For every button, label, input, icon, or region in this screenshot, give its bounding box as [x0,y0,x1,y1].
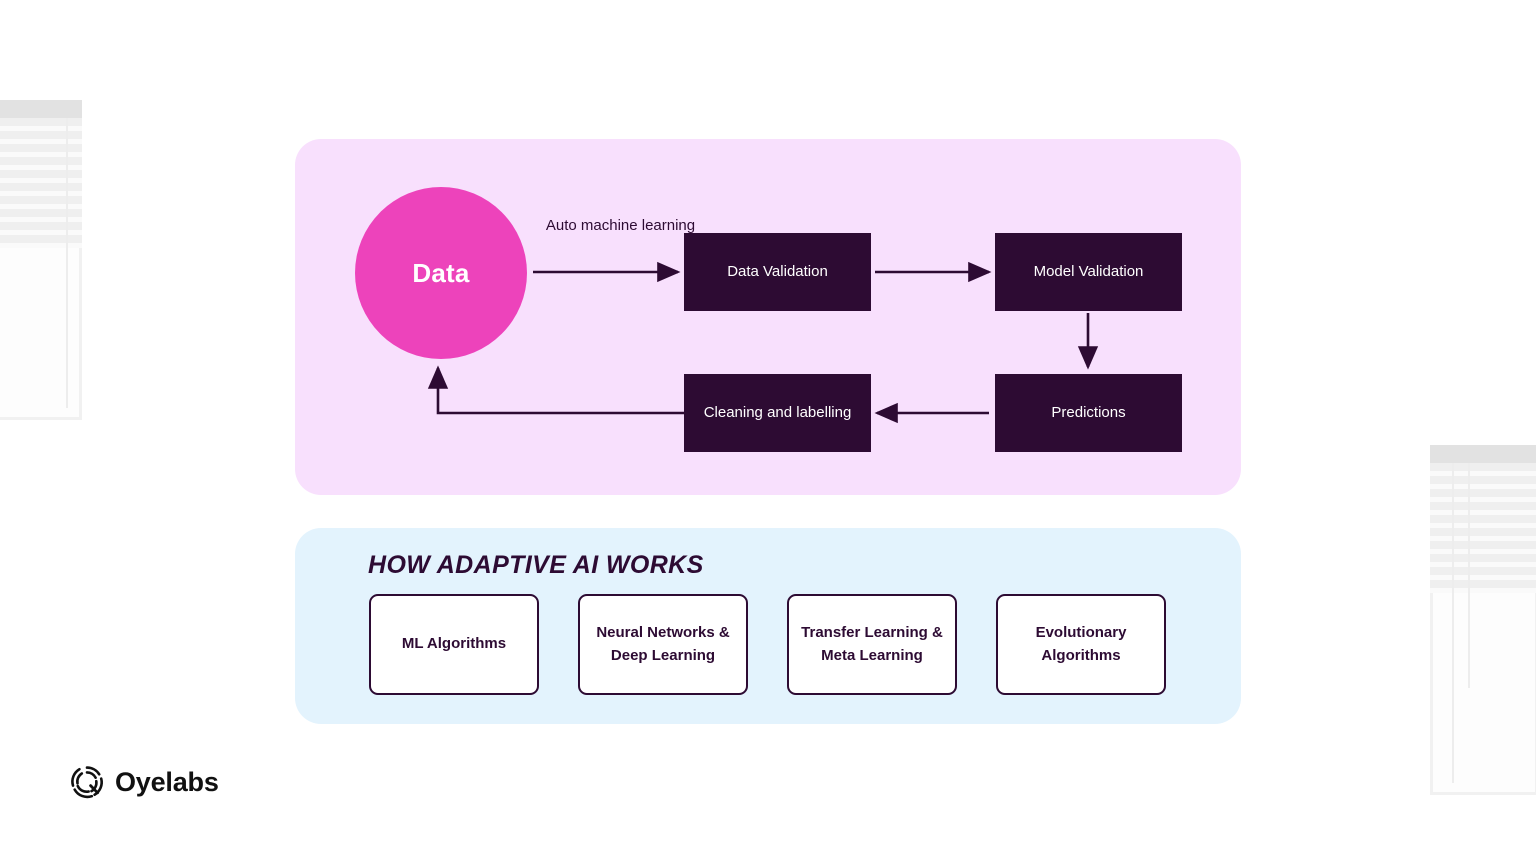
window-blind-decoration-right [1430,445,1536,795]
section-title: HOW ADAPTIVE AI WORKS [368,551,704,579]
technique-card-label: Evolutionary Algorithms [1035,624,1127,664]
technique-card-ml-algorithms: ML Algorithms [369,594,539,695]
blind-cord [1452,463,1454,783]
edge-label-auto-machine-learning: Auto machine learning [545,217,696,234]
node-data: Data [355,187,527,359]
flow-arrows [427,261,1099,424]
technique-card-label: Transfer Learning & Meta Learning [801,624,943,664]
node-model-validation-label: Model Validation [1033,262,1144,280]
technique-card-transfer-learning-meta-learning: Transfer Learning & Meta Learning [787,594,957,695]
blind-headrail [1430,445,1536,463]
blind-cord [66,118,68,408]
node-cleaning-and-labelling-label: Cleaning and labelling [703,403,852,421]
node-data-validation-label: Data Validation [727,262,828,280]
node-predictions-label: Predictions [1051,403,1126,421]
blind-frame [1430,445,1536,795]
how-adaptive-ai-works-panel: HOW ADAPTIVE AI WORKS ML Algorithms Neur… [295,528,1241,724]
oyelabs-swirl-icon [71,766,103,799]
blind-slats [1430,463,1536,593]
node-cleaning-and-labelling: Cleaning and labelling [684,374,871,452]
node-data-validation: Data Validation [684,233,871,311]
technique-card-label: Neural Networks & Deep Learning [596,624,730,664]
blind-headrail [0,100,82,118]
brand-name: Oyelabs [115,766,219,797]
technique-card-row: ML Algorithms Neural Networks & Deep Lea… [369,594,1166,695]
node-model-validation: Model Validation [995,233,1182,311]
technique-card-neural-networks-deep-learning: Neural Networks & Deep Learning [578,594,748,695]
technique-card-label: ML Algorithms [401,635,507,653]
blind-frame [0,100,82,420]
node-data-label: Data [412,257,470,288]
window-blind-decoration-left [0,100,82,420]
node-predictions: Predictions [995,374,1182,452]
brand-logo: Oyelabs [70,765,219,799]
technique-card-evolutionary-algorithms: Evolutionary Algorithms [996,594,1166,695]
blind-slats [0,118,82,248]
ml-workflow-panel: Data Auto machine learning Data Validati… [295,139,1241,495]
blind-cord [1468,463,1470,688]
